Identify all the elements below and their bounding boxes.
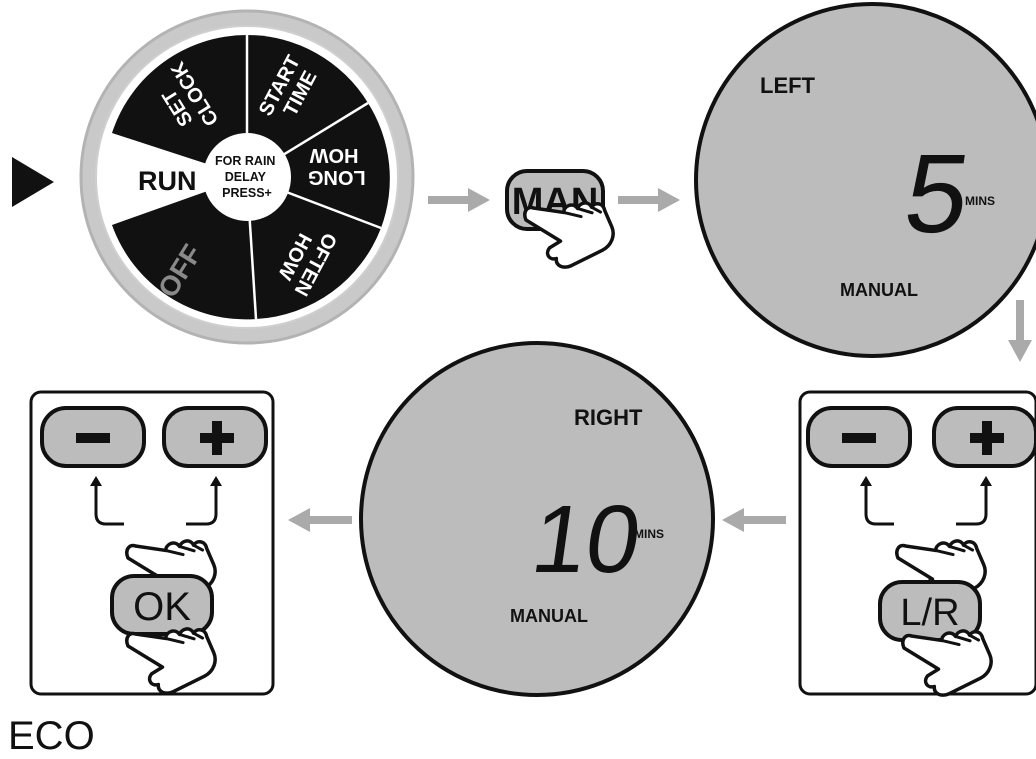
dial-label-how-long: LONG HOW: [302, 144, 366, 188]
program-dial[interactable]: FOR RAIN DELAY PRESS+ RUN SET CLOCK STAR…: [12, 9, 415, 345]
arrow-icon: [288, 508, 352, 532]
segment-set-clock[interactable]: [112, 35, 247, 177]
dial-center: [203, 133, 291, 221]
svg-text:L/R: L/R: [900, 592, 959, 634]
arrow-icon: [618, 188, 680, 212]
arrow-icon: [722, 508, 786, 532]
mode-label-right: MANUAL: [510, 606, 588, 626]
svg-text:LONG HOW: LONG HOW: [302, 144, 365, 188]
ok-control-panel: OK: [29, 390, 275, 710]
zone-label-right: RIGHT: [574, 405, 643, 430]
plus-button[interactable]: [162, 406, 268, 468]
play-triangle-icon: [12, 157, 54, 207]
dial-center-text: FOR RAIN DELAY PRESS+: [215, 154, 279, 200]
mode-label-left: MANUAL: [840, 280, 918, 300]
ok-button[interactable]: OK: [110, 574, 214, 636]
lr-control-panel: L/R: [798, 390, 1036, 712]
zone-label-left: LEFT: [760, 73, 816, 98]
segment-how-long[interactable]: [247, 103, 390, 228]
minus-button[interactable]: [40, 406, 146, 468]
duration-value-right: 10: [526, 486, 648, 592]
segment-how-often[interactable]: [247, 177, 381, 319]
segment-start-time[interactable]: [247, 35, 368, 177]
plus-button[interactable]: [932, 406, 1036, 468]
segment-off[interactable]: [112, 177, 256, 320]
left-zone-display: LEFT 5 MINS MANUAL: [694, 2, 1036, 358]
duration-unit-left: MINS: [965, 194, 995, 208]
right-zone-display: RIGHT 10 MINS MANUAL: [359, 341, 715, 697]
svg-text:OK: OK: [133, 585, 191, 629]
arrow-icon: [864, 482, 988, 526]
footer-eco-label: ECO: [8, 714, 95, 758]
arrow-icon: [94, 482, 218, 526]
duration-unit-right: MINS: [634, 527, 664, 541]
arrow-icon: [428, 188, 490, 212]
minus-button[interactable]: [806, 406, 912, 468]
arrow-icon: [1008, 300, 1032, 362]
dial-label-run: RUN: [138, 166, 197, 196]
lr-button[interactable]: L/R: [878, 580, 982, 642]
